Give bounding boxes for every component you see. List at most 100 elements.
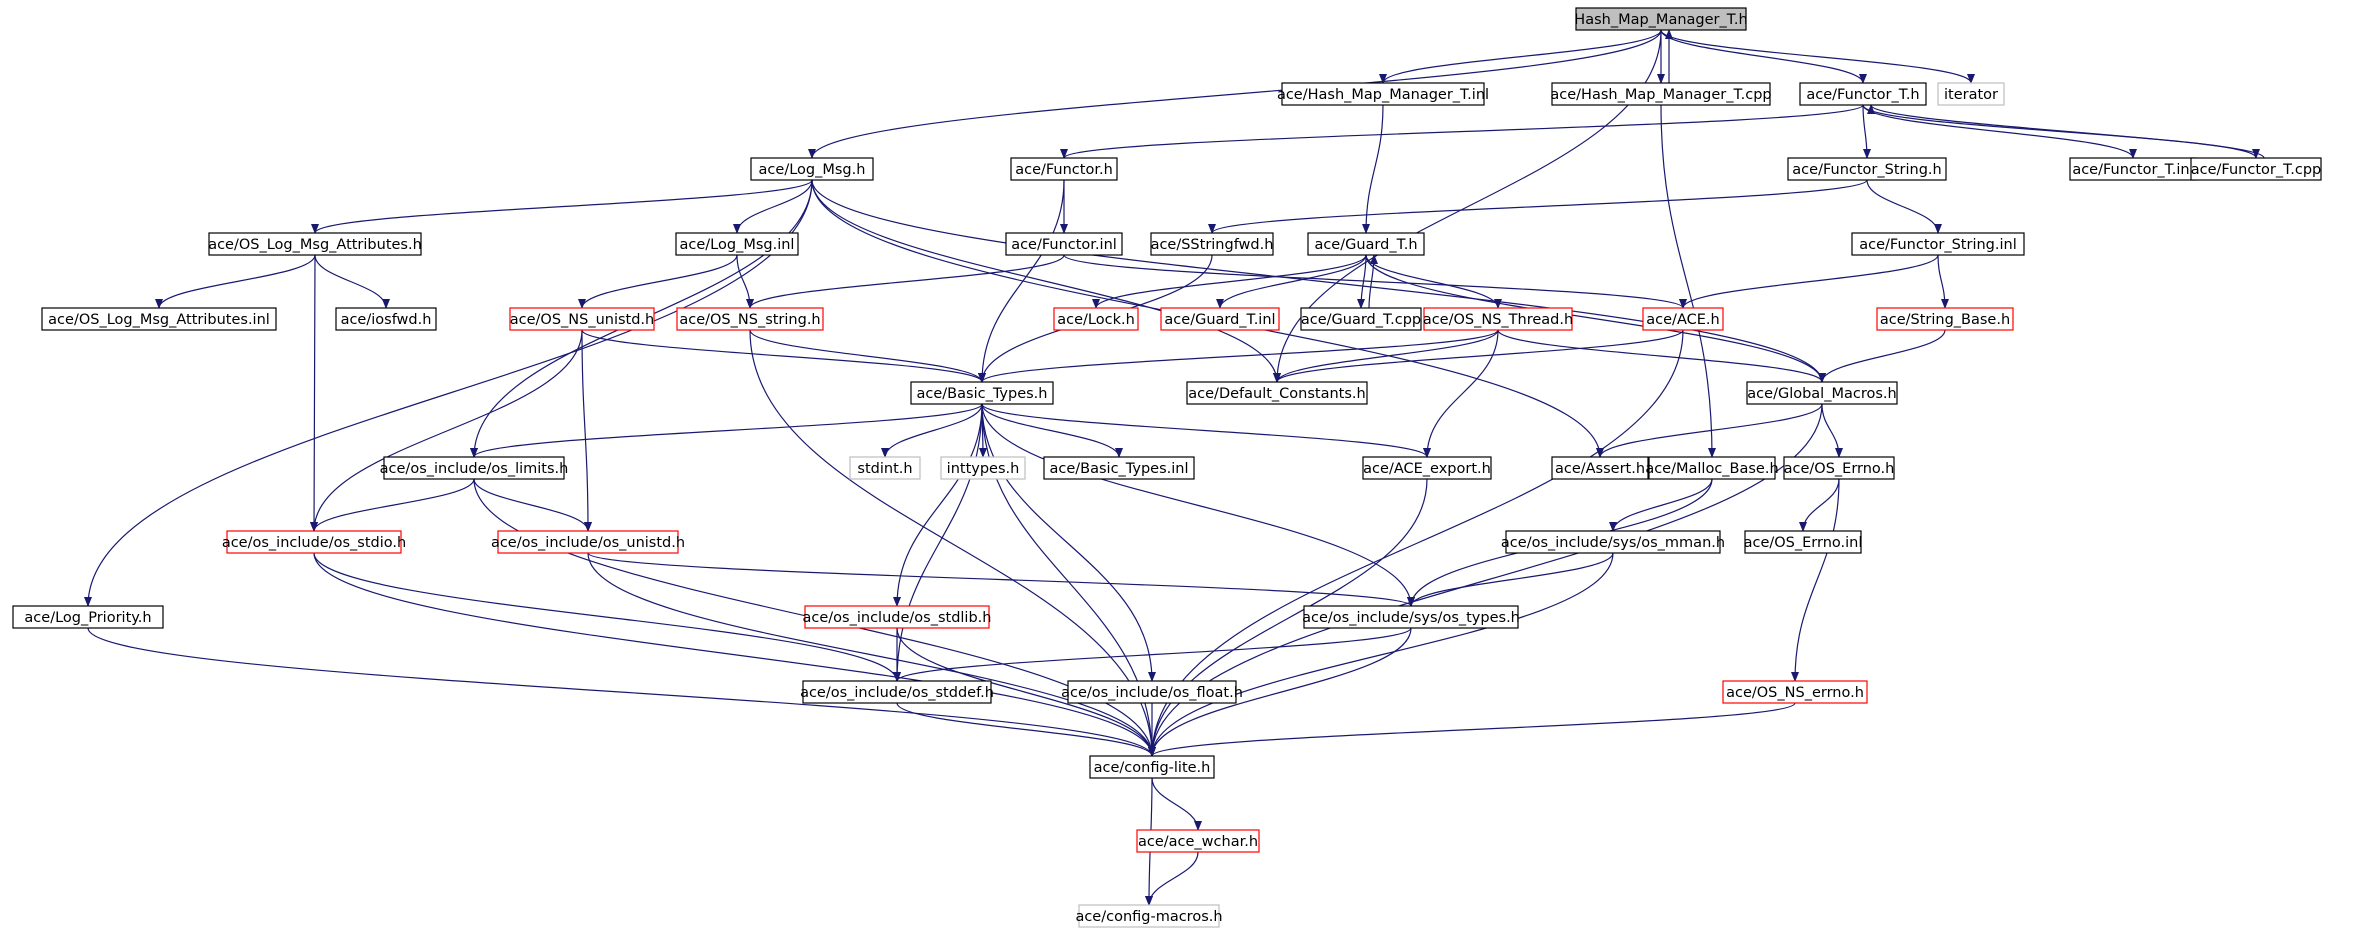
include-edge-os_stdio_h-to-config_lite_h	[313, 552, 1156, 757]
node-iterator[interactable]: iterator	[1937, 82, 2005, 106]
node-box	[1136, 829, 1260, 853]
include-edge-log_msg_h-to-os_log_msg_attributes_h	[311, 179, 813, 234]
include-edge-os_unistd_h-to-config_lite_h	[587, 552, 1156, 757]
include-edge-log_msg_h-to-log_priority_h	[84, 179, 813, 607]
node-config_lite_h[interactable]: ace/config-lite.h	[1089, 755, 1215, 779]
node-label: ace/OS_NS_unistd.h	[510, 312, 654, 328]
node-hash_map_manager_t_cpp[interactable]: ace/Hash_Map_Manager_T.cpp	[1550, 82, 1772, 106]
node-os_float_h[interactable]: ace/os_include/os_float.h	[1061, 680, 1243, 704]
node-label: ace/Assert.h	[1555, 461, 1645, 477]
node-os_unistd_h[interactable]: ace/os_include/os_unistd.h	[491, 530, 685, 554]
include-edge-log_priority_h-to-config_lite_h	[87, 627, 1156, 757]
include-edge-os_ns_thread_h-to-ace_export_h	[1423, 329, 1499, 458]
node-label: ace/Hash_Map_Manager_T.inl	[1277, 87, 1489, 103]
node-global_macros_h[interactable]: ace/Global_Macros.h	[1746, 381, 1898, 405]
node-os_stdio_h[interactable]: ace/os_include/os_stdio.h	[222, 530, 406, 554]
node-os_limits_h[interactable]: ace/os_include/os_limits.h	[380, 456, 569, 480]
node-label: ace/ACE.h	[1646, 312, 1719, 328]
node-inttypes_h[interactable]: inttypes.h	[940, 456, 1026, 480]
node-basic_types_h[interactable]: ace/Basic_Types.h	[910, 381, 1054, 405]
node-layer: Hash_Map_Manager_T.h ace/Hash_Map_Manager…	[12, 7, 2322, 928]
node-box	[1300, 307, 1422, 331]
node-guard_t_inl[interactable]: ace/Guard_T.inl	[1160, 307, 1280, 331]
include-edge-os_limits_h-to-os_stdio_h	[310, 478, 475, 532]
node-label: stdint.h	[857, 461, 912, 477]
include-edge-global_macros_h-to-assert_h	[1596, 403, 1823, 458]
node-os_log_msg_attributes_h[interactable]: ace/OS_Log_Msg_Attributes.h	[208, 232, 422, 256]
node-os_stddef_h[interactable]: ace/os_include/os_stddef.h	[800, 680, 994, 704]
node-ace_export_h[interactable]: ace/ACE_export.h	[1362, 456, 1492, 480]
node-assert_h[interactable]: ace/Assert.h	[1551, 456, 1649, 480]
node-log_priority_h[interactable]: ace/Log_Priority.h	[12, 605, 164, 629]
node-sys_os_mman_h[interactable]: ace/os_include/sys/os_mman.h	[1501, 530, 1725, 554]
node-os_ns_thread_h[interactable]: ace/OS_NS_Thread.h	[1423, 307, 1573, 331]
node-label: ace/config-macros.h	[1075, 909, 1222, 925]
include-edge-guard_t_cpp-to-guard_t_h	[1368, 254, 1378, 309]
include-edge-os_ns_thread_h-to-default_constants_h	[1273, 329, 1499, 383]
node-stdint_h[interactable]: stdint.h	[849, 456, 921, 480]
node-box	[383, 456, 565, 480]
node-box	[1362, 456, 1492, 480]
node-functor_h[interactable]: ace/Functor.h	[1010, 157, 1118, 181]
include-edge-guard_t_h-to-guard_t_inl	[1216, 254, 1367, 309]
node-hash_map_manager_t_h[interactable]: Hash_Map_Manager_T.h	[1574, 7, 1748, 31]
node-functor_t_inl[interactable]: ace/Functor_T.inl	[2069, 157, 2197, 181]
node-basic_types_inl[interactable]: ace/Basic_Types.inl	[1043, 456, 1195, 480]
node-log_msg_h[interactable]: ace/Log_Msg.h	[750, 157, 874, 181]
node-guard_t_cpp[interactable]: ace/Guard_T.cpp	[1300, 307, 1422, 331]
node-sstringfwd_h[interactable]: ace/SStringfwd.h	[1150, 232, 1274, 256]
node-os_errno_h[interactable]: ace/OS_Errno.h	[1783, 456, 1895, 480]
node-os_ns_string_h[interactable]: ace/OS_NS_string.h	[676, 307, 824, 331]
include-edge-basic_types_h-to-os_stddef_h	[893, 403, 983, 682]
include-edge-os_errno_h-to-os_ns_errno_h	[1791, 478, 1840, 682]
node-ace_h[interactable]: ace/ACE.h	[1642, 307, 1724, 331]
node-functor_t_h[interactable]: ace/Functor_T.h	[1799, 82, 1927, 106]
node-label: ace/Functor_T.h	[1806, 87, 1919, 103]
node-log_msg_inl[interactable]: ace/Log_Msg.inl	[675, 232, 799, 256]
node-label: inttypes.h	[947, 461, 1020, 477]
node-box	[910, 381, 1054, 405]
node-functor_t_cpp[interactable]: ace/Functor_T.cpp	[2190, 157, 2322, 181]
node-os_ns_errno_h[interactable]: ace/OS_NS_errno.h	[1722, 680, 1868, 704]
include-edge-os_log_msg_attributes_h-to-os_stdio_h	[310, 254, 319, 532]
node-iosfwd_h[interactable]: ace/iosfwd.h	[335, 307, 437, 331]
include-edge-hash_map_manager_t_h-to-iterator	[1660, 29, 1975, 84]
node-string_base_h[interactable]: ace/String_Base.h	[1876, 307, 2014, 331]
node-default_constants_h[interactable]: ace/Default_Constants.h	[1186, 381, 1368, 405]
node-functor_string_inl[interactable]: ace/Functor_String.inl	[1851, 232, 2025, 256]
include-edge-log_msg_inl-to-os_ns_string_h	[736, 254, 754, 309]
node-box	[208, 232, 422, 256]
node-os_errno_inl[interactable]: ace/OS_Errno.inl	[1744, 530, 1863, 554]
node-box	[12, 605, 164, 629]
node-lock_h[interactable]: ace/Lock.h	[1053, 307, 1139, 331]
node-box	[1575, 7, 1747, 31]
node-functor_inl[interactable]: ace/Functor.inl	[1005, 232, 1123, 256]
node-label: ace/os_include/sys/os_types.h	[1302, 610, 1520, 626]
node-malloc_base_h[interactable]: ace/Malloc_Base.h	[1645, 456, 1779, 480]
node-box	[1281, 82, 1485, 106]
node-box	[1642, 307, 1724, 331]
node-functor_string_h[interactable]: ace/Functor_String.h	[1787, 157, 1947, 181]
node-label: ace/os_include/sys/os_mman.h	[1501, 535, 1725, 551]
node-os_ns_unistd_h[interactable]: ace/OS_NS_unistd.h	[509, 307, 655, 331]
node-label: ace/Functor_String.h	[1792, 162, 1941, 178]
node-os_log_msg_attributes_inl[interactable]: ace/OS_Log_Msg_Attributes.inl	[41, 307, 277, 331]
include-edge-malloc_base_h-to-sys_os_mman_h	[1609, 478, 1713, 532]
node-label: ace/SStringfwd.h	[1151, 237, 1274, 253]
node-label: ace/OS_Log_Msg_Attributes.h	[208, 237, 422, 253]
node-sys_os_types_h[interactable]: ace/os_include/sys/os_types.h	[1302, 605, 1520, 629]
include-edge-functor_t_h-to-functor_t_inl	[1862, 104, 2137, 159]
node-os_stdlib_h[interactable]: ace/os_include/os_stdlib.h	[803, 605, 992, 629]
node-box	[1423, 307, 1573, 331]
node-label: ace/Malloc_Base.h	[1645, 461, 1778, 477]
node-label: ace/os_include/os_float.h	[1061, 685, 1243, 701]
node-hash_map_manager_t_inl[interactable]: ace/Hash_Map_Manager_T.inl	[1277, 82, 1489, 106]
node-config_macros_h[interactable]: ace/config-macros.h	[1075, 904, 1223, 928]
node-label: ace/os_include/os_stdio.h	[222, 535, 406, 551]
node-guard_t_h[interactable]: ace/Guard_T.h	[1307, 232, 1425, 256]
include-edge-os_stdio_h-to-os_stddef_h	[313, 552, 901, 682]
node-box	[940, 456, 1026, 480]
node-label: ace/ace_wchar.h	[1138, 834, 1258, 850]
node-ace_wchar_h[interactable]: ace/ace_wchar.h	[1136, 829, 1260, 853]
